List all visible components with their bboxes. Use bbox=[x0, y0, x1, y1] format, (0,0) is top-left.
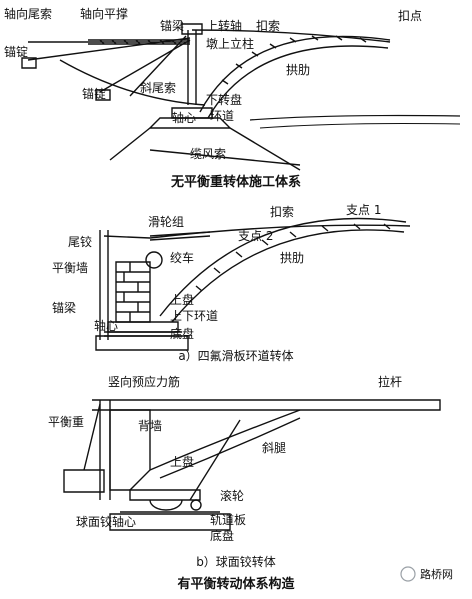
arch-rib-inner bbox=[207, 45, 389, 119]
spherical-hinge bbox=[149, 499, 183, 511]
prestress-bar bbox=[99, 400, 111, 500]
inclined-leg-inner bbox=[159, 417, 301, 479]
water-line bbox=[249, 114, 461, 121]
label-anchor-lower: 锚锭 bbox=[82, 86, 106, 101]
label-pier-column: 墩上立柱 bbox=[206, 36, 254, 51]
buckle-cable-sub-a bbox=[149, 224, 411, 239]
arch-rib-sub-a-ties bbox=[195, 223, 391, 292]
watermark-icon bbox=[400, 566, 416, 582]
label-upper-plate-sub-b: 上盘 bbox=[170, 454, 194, 469]
panel-b-title: 有平衡转动体系构造 bbox=[177, 576, 295, 592]
arch-rib-sub-a-inner bbox=[171, 229, 405, 323]
water-line-2 bbox=[259, 123, 461, 129]
panel-b-sub-a-labels: 滑轮组 扣索 支点 1 尾铰 支点 2 绞车 拱肋 平衡墙 上盘 锚梁 上下环道… bbox=[52, 203, 381, 363]
label-balance-wall: 平衡墙 bbox=[52, 261, 88, 275]
label-axis-sub-a: 轴心 bbox=[94, 318, 118, 333]
label-base-plate-sub-b: 底盘 bbox=[210, 528, 234, 543]
label-inclined-tail-cable: 斜尾索 bbox=[140, 81, 176, 95]
panel-b-sub-a-drawing bbox=[95, 217, 411, 351]
arch-rib-outer bbox=[199, 35, 391, 113]
caption-sub-a: a）四氟滑板环道转体 bbox=[178, 348, 293, 363]
label-ring-track: 环道 bbox=[210, 109, 234, 123]
label-axis: 轴心 bbox=[172, 110, 196, 125]
panel-b-sub-b-drawing bbox=[63, 399, 441, 531]
label-tail-hinge: 尾铰 bbox=[68, 234, 92, 249]
label-inclined-leg: 斜腿 bbox=[262, 441, 286, 455]
inclined-leg-outer bbox=[149, 409, 301, 471]
label-spherical-hinge: 球面铰轴心 bbox=[76, 514, 136, 529]
panel-a-title: 无平衡重转体施工体系 bbox=[170, 174, 301, 190]
brick-pattern bbox=[116, 262, 150, 322]
roller bbox=[190, 499, 202, 511]
watermark-text: 路桥网 bbox=[420, 568, 453, 581]
upper-plate-sub-a bbox=[107, 321, 179, 333]
label-axial-flat-brace: 轴向平撑 bbox=[80, 6, 128, 21]
left-anchor-tail-cable bbox=[27, 37, 191, 61]
label-back-wall: 背墙 bbox=[138, 419, 162, 433]
label-buckle-cable-sub-a: 扣索 bbox=[270, 205, 294, 219]
arch-rib-ties bbox=[221, 35, 367, 85]
base-plate-sub-b bbox=[109, 513, 231, 531]
tie-rod bbox=[92, 399, 441, 411]
label-anchor-left: 锚锭 bbox=[4, 44, 28, 59]
label-lower-turntable: 下转盘 bbox=[206, 92, 242, 107]
back-wall bbox=[109, 409, 151, 491]
inclined-leg-lower bbox=[189, 419, 241, 501]
label-upper-pivot: 上转轴 bbox=[206, 18, 242, 33]
label-winch: 绞车 bbox=[170, 250, 194, 265]
counterweight-stay bbox=[83, 403, 101, 471]
label-ring-track-sub-a: 上下环道 bbox=[170, 309, 218, 323]
ground-line bbox=[109, 127, 301, 171]
anchor-block-left bbox=[21, 57, 37, 69]
upper-pivot-block bbox=[181, 23, 203, 35]
panel-a-labels: 轴向尾索 轴向平撑 锚梁 上转轴 扣索 扣点 锚锭 墩上立柱 拱肋 锚锭 斜尾索… bbox=[4, 6, 422, 190]
stay-cable bbox=[129, 35, 187, 97]
abutment bbox=[148, 117, 232, 129]
label-upper-plate-sub-a: 上盘 bbox=[170, 292, 194, 307]
label-anchor-beam: 锚梁 bbox=[160, 18, 184, 33]
label-anchor-beam-sub-a: 锚梁 bbox=[52, 300, 76, 315]
label-arch-rib: 拱肋 bbox=[286, 62, 310, 77]
tail-cable-sub-a bbox=[103, 235, 151, 239]
label-roller: 滚轮 bbox=[220, 488, 244, 503]
arch-rib-sub-a-outer bbox=[159, 217, 407, 317]
label-fulcrum-1: 支点 1 bbox=[346, 203, 381, 217]
label-buckle-point: 扣点 bbox=[398, 9, 422, 23]
winch bbox=[145, 251, 163, 269]
label-arch-rib-sub-a: 拱肋 bbox=[280, 250, 304, 265]
upper-plate-sub-b bbox=[129, 489, 201, 501]
label-axial-tail-cable: 轴向尾索 bbox=[4, 6, 52, 21]
caption-sub-b: b）球面铰转体 bbox=[196, 554, 276, 569]
label-track-plate: 轨道板 bbox=[210, 513, 246, 527]
anchor-block-lower bbox=[95, 89, 111, 101]
label-pulley-block: 滑轮组 bbox=[148, 215, 184, 229]
label-counterweight: 平衡重 bbox=[48, 415, 84, 429]
buckle-cable bbox=[191, 29, 391, 43]
base-plate-sub-a bbox=[95, 335, 189, 351]
label-buckle-cable: 扣索 bbox=[256, 19, 280, 33]
counterweight bbox=[63, 469, 105, 493]
panel-b-sub-b-labels: 竖向预应力筋 拉杆 平衡重 背墙 上盘 斜腿 滚轮 轨道板 球面铰轴心 底盘 b… bbox=[48, 374, 402, 592]
watermark: 路桥网 bbox=[400, 566, 453, 582]
label-fulcrum-2: 支点 2 bbox=[238, 229, 273, 243]
label-tie-rod: 拉杆 bbox=[378, 374, 402, 389]
panel-a-swivel-system-without-counterweight bbox=[21, 23, 461, 171]
label-base-plate-sub-a: 底盘 bbox=[170, 326, 194, 341]
cable-rope-line bbox=[149, 149, 301, 166]
pier-column bbox=[187, 30, 197, 105]
label-prestress-bar: 竖向预应力筋 bbox=[108, 374, 180, 389]
label-cable-rope: 缆风索 bbox=[190, 147, 226, 161]
